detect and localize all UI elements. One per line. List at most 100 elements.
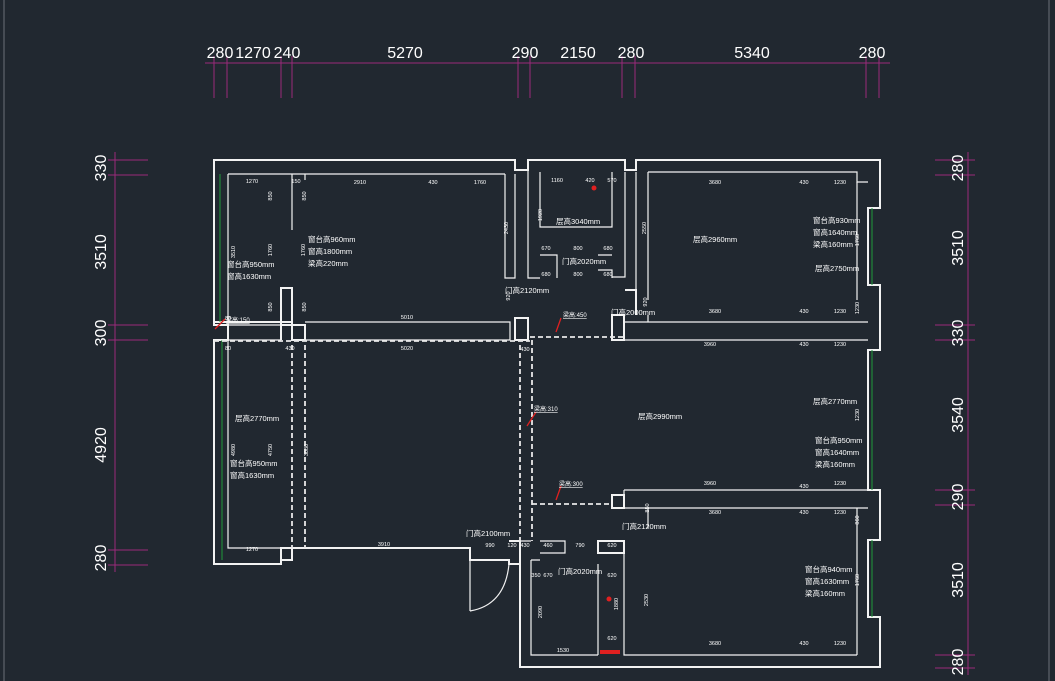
room-note: 门高2100mm: [466, 528, 510, 538]
wall-label: 430: [428, 180, 437, 186]
dim-top-2: 1270: [235, 45, 271, 62]
wall-label: 1230: [834, 481, 846, 487]
wall-label: 430: [285, 346, 294, 352]
ceiling-points: [214, 185, 620, 654]
room-note: 窗高1630mm: [227, 271, 271, 281]
right-dimension-line: [935, 152, 975, 675]
wall-label: 80: [225, 346, 231, 352]
beam-annotations: 梁高:150 梁高:450 梁高:310 梁高:300: [226, 311, 587, 488]
wall-label: 1230: [834, 309, 846, 315]
wall-label: 1160: [551, 178, 563, 184]
room-note: 窗台高950mm: [227, 259, 275, 269]
wall-label: 680: [603, 246, 612, 252]
wall-label: 1880: [614, 598, 620, 610]
wall-label: 430: [799, 342, 808, 348]
dim-right-1: 280: [950, 155, 967, 182]
walls: [213, 159, 881, 668]
wall-label: 5020: [401, 346, 413, 352]
wall-label: 1230: [834, 510, 846, 516]
wall-label: 1270: [246, 179, 258, 185]
wall-label: 420: [585, 178, 594, 184]
dim-left-1: 330: [93, 155, 110, 182]
room-note: 窗台高950mm: [230, 458, 278, 468]
room-note: 门高2120mm: [622, 521, 666, 531]
room-note: 门高2020mm: [562, 256, 606, 266]
room-note: 层高2770mm: [235, 413, 279, 423]
wall-label: 1270: [246, 547, 258, 553]
beam-note: 梁高:150: [226, 316, 250, 324]
wall-label: 430: [520, 347, 529, 353]
room-note: 窗高1640mm: [813, 227, 857, 237]
room-note: 窗高1630mm: [805, 576, 849, 586]
left-dimension-line: [108, 152, 148, 572]
wall-label: 1920: [538, 209, 544, 221]
dim-left-3: 300: [93, 320, 110, 347]
dim-right-5: 290: [950, 484, 967, 511]
beam-note: 梁高:300: [559, 480, 583, 488]
wall-label: 1760: [474, 180, 486, 186]
wall-label: 430: [799, 484, 808, 490]
wall-label: 620: [607, 573, 616, 579]
beam-lines: [214, 336, 625, 548]
wall-label: 1230: [855, 302, 861, 314]
room-note: 门高2000mm: [611, 307, 655, 317]
wall-label: 1230: [834, 641, 846, 647]
wall-label: 1230: [855, 409, 861, 421]
dim-top-4: 5270: [387, 45, 423, 62]
wall-dimension-labels: 1270 150 2910 430 1760 1160 420 570 3680…: [225, 178, 861, 654]
wall-label: 3910: [378, 542, 390, 548]
dim-top-5: 290: [512, 45, 539, 62]
wall-label: 620: [607, 543, 616, 549]
wall-label: 990: [485, 543, 494, 549]
wall-label: 920: [506, 291, 512, 300]
wall-label: 1530: [557, 648, 569, 654]
wall-label: 430: [799, 641, 808, 647]
wall-label: 350: [531, 573, 540, 579]
wall-label: 430: [520, 543, 529, 549]
wall-label: 2530: [644, 594, 650, 606]
dim-top-8: 5340: [734, 45, 770, 62]
wall-label: 430: [799, 180, 808, 186]
wall-label: 790: [575, 543, 584, 549]
beam-note: 梁高:450: [563, 311, 587, 319]
room-note: 窗高1640mm: [815, 447, 859, 457]
room-note: 门高2020mm: [558, 566, 602, 576]
wall-label: 80: [225, 316, 231, 322]
wall-label: 800: [573, 246, 582, 252]
room-note: 梁高160mm: [813, 239, 853, 249]
room-note: 层高2990mm: [638, 411, 682, 421]
dim-left-5: 280: [93, 545, 110, 572]
wall-label: 2090: [538, 606, 544, 618]
room-note: 门高2120mm: [505, 285, 549, 295]
wall-label: 800: [573, 272, 582, 278]
wall-label: 460: [543, 543, 552, 549]
wall-label: 1760: [855, 234, 861, 246]
room-note: 窗台高940mm: [805, 564, 853, 574]
wall-label: 3510: [231, 246, 237, 258]
wall-label: 5010: [401, 315, 413, 321]
wall-label: 670: [543, 573, 552, 579]
wall-label: 680: [541, 272, 550, 278]
room-note: 梁高160mm: [805, 588, 845, 598]
dim-right-4: 3540: [950, 397, 967, 433]
wall-label: 2430: [504, 222, 510, 234]
dim-top-3: 240: [274, 45, 301, 62]
wall-label: 1760: [855, 574, 861, 586]
wall-label: 2910: [354, 180, 366, 186]
room-note: 梁高160mm: [815, 459, 855, 469]
wall-label: 430: [799, 309, 808, 315]
dim-top-1: 280: [207, 45, 234, 62]
wall-label: 850: [268, 302, 274, 311]
wall-label: 2550: [642, 222, 648, 234]
dim-right-7: 280: [950, 649, 967, 676]
wall-label: 1230: [834, 180, 846, 186]
wall-label: 120: [507, 543, 516, 549]
wall-label: 3680: [709, 641, 721, 647]
wall-label: 920: [643, 297, 649, 306]
wall-label: 860: [855, 515, 861, 524]
dim-top-7: 280: [618, 45, 645, 62]
dim-right-6: 3510: [950, 562, 967, 598]
wall-label: 4750: [268, 444, 274, 456]
wall-label: 3680: [709, 309, 721, 315]
